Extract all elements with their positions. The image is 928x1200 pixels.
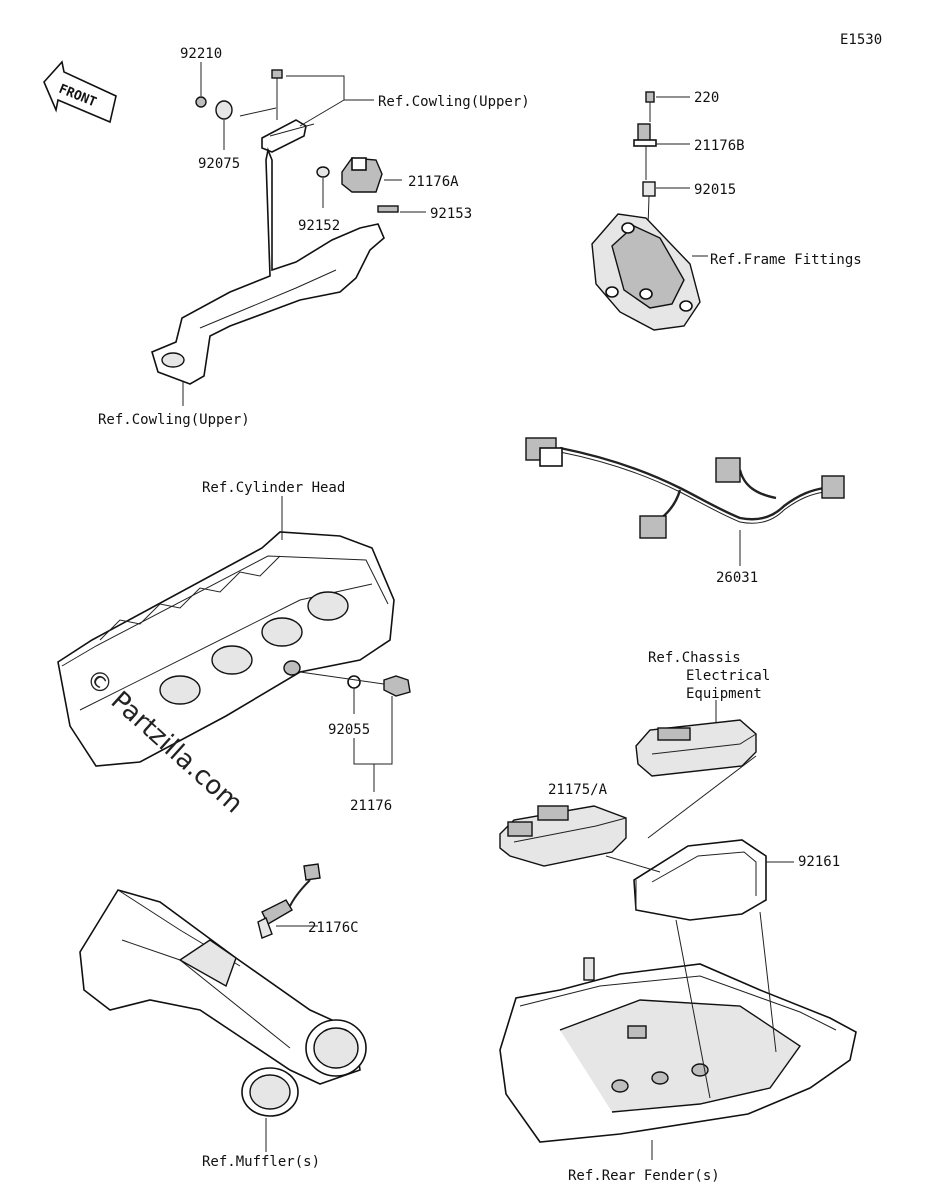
label-ref-cowling-upper-top: Ref.Cowling(Upper) — [378, 94, 530, 110]
frame-fitting-group — [591, 91, 701, 331]
label-ref-chassis-line1: Ref.Chassis — [648, 650, 741, 666]
leader-lines-group2 — [656, 96, 708, 257]
label-21176C: 21176C — [308, 920, 359, 936]
muffler-group — [79, 863, 367, 1117]
label-21176B: 21176B — [694, 138, 745, 154]
label-92015: 92015 — [694, 182, 736, 198]
label-21176: 21176 — [350, 798, 392, 814]
cowling-bracket-group — [151, 69, 399, 385]
label-ref-chassis-line2: Electrical — [686, 668, 770, 684]
label-21175A: 21175/A — [548, 782, 608, 798]
leader-lines-group5 — [605, 700, 794, 1160]
label-ref-cylinder-head: Ref.Cylinder Head — [202, 480, 345, 496]
label-ref-cowling-upper-bottom: Ref.Cowling(Upper) — [98, 412, 250, 428]
label-92152: 92152 — [298, 218, 340, 234]
wiring-harness-group — [525, 437, 845, 539]
front-arrow-icon: FRONT — [43, 60, 117, 124]
leader-lines-group4 — [281, 496, 393, 792]
leader-lines-group6 — [265, 925, 318, 1152]
label-21176A: 21176A — [408, 174, 459, 190]
label-92075: 92075 — [198, 156, 240, 172]
label-220: 220 — [694, 90, 719, 106]
cylinder-head-group — [57, 531, 411, 767]
label-92153: 92153 — [430, 206, 472, 222]
diagram-code: E1530 — [840, 32, 882, 48]
label-26031: 26031 — [716, 570, 758, 586]
label-ref-mufflers: Ref.Muffler(s) — [202, 1154, 320, 1170]
label-ref-chassis-line3: Equipment — [686, 686, 762, 702]
label-ref-frame-fittings: Ref.Frame Fittings — [710, 252, 862, 268]
label-92055: 92055 — [328, 722, 370, 738]
label-92210: 92210 — [180, 46, 222, 62]
label-92161: 92161 — [798, 854, 840, 870]
label-ref-rear-fender: Ref.Rear Fender(s) — [568, 1168, 720, 1184]
ecu-group — [499, 719, 857, 1143]
leader-lines-group1 — [182, 62, 426, 406]
